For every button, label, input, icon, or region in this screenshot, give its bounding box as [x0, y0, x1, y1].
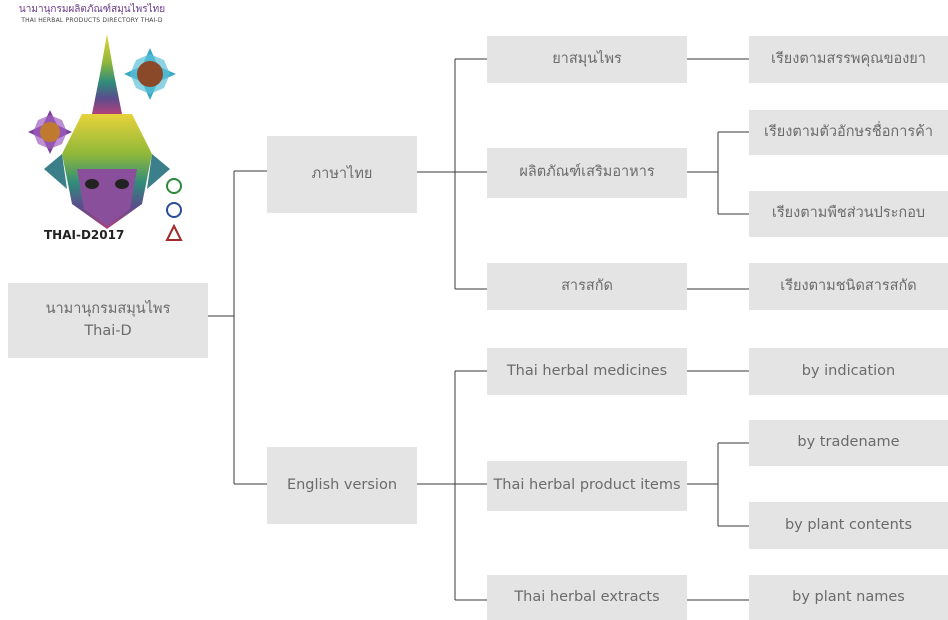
logo-year: THAI-D2017	[44, 228, 125, 242]
thai-herbal-extracts-node[interactable]: Thai herbal extracts	[487, 575, 687, 620]
herbal-medicine-node[interactable]: ยาสมุนไพร	[487, 36, 687, 83]
by-tradename-node[interactable]: by tradename	[749, 420, 948, 466]
by-plant-names-node[interactable]: by plant names	[749, 575, 948, 620]
by-extract-type-thai-node[interactable]: เรียงตามชนิดสารสกัด	[749, 263, 948, 310]
by-tradename-thai-node[interactable]: เรียงตามตัวอักษรชื่อการค้า	[749, 110, 948, 155]
english-version-node[interactable]: English version	[267, 447, 417, 524]
by-indication-thai-node[interactable]: เรียงตามสรรพคุณของยา	[749, 36, 948, 83]
by-indication-node[interactable]: by indication	[749, 348, 948, 395]
logo-title: นามานุกรมผลิตภัณฑ์สมุนไพรไทย	[18, 4, 166, 15]
thai-herbal-product-items-node[interactable]: Thai herbal product items	[487, 461, 687, 511]
dietary-supplement-node[interactable]: ผลิตภัณฑ์เสริมอาหาร	[487, 148, 687, 198]
root-node-thai-d[interactable]: นามานุกรมสมุนไพร Thai-D	[8, 283, 208, 358]
thai-language-node[interactable]: ภาษาไทย	[267, 136, 417, 213]
logo-subtitle: THAI HERBAL PRODUCTS DIRECTORY THAI-D	[21, 17, 163, 24]
by-plant-contents-node[interactable]: by plant contents	[749, 502, 948, 549]
thai-d-mask-emblem	[28, 34, 183, 241]
by-plant-contents-thai-node[interactable]: เรียงตามพืชส่วนประกอบ	[749, 191, 948, 237]
extract-node[interactable]: สารสกัด	[487, 263, 687, 310]
thai-herbal-medicines-node[interactable]: Thai herbal medicines	[487, 348, 687, 395]
thai-d-logo: นามานุกรมผลิตภัณฑ์สมุนไพรไทย THAI HERBAL…	[0, 0, 200, 250]
